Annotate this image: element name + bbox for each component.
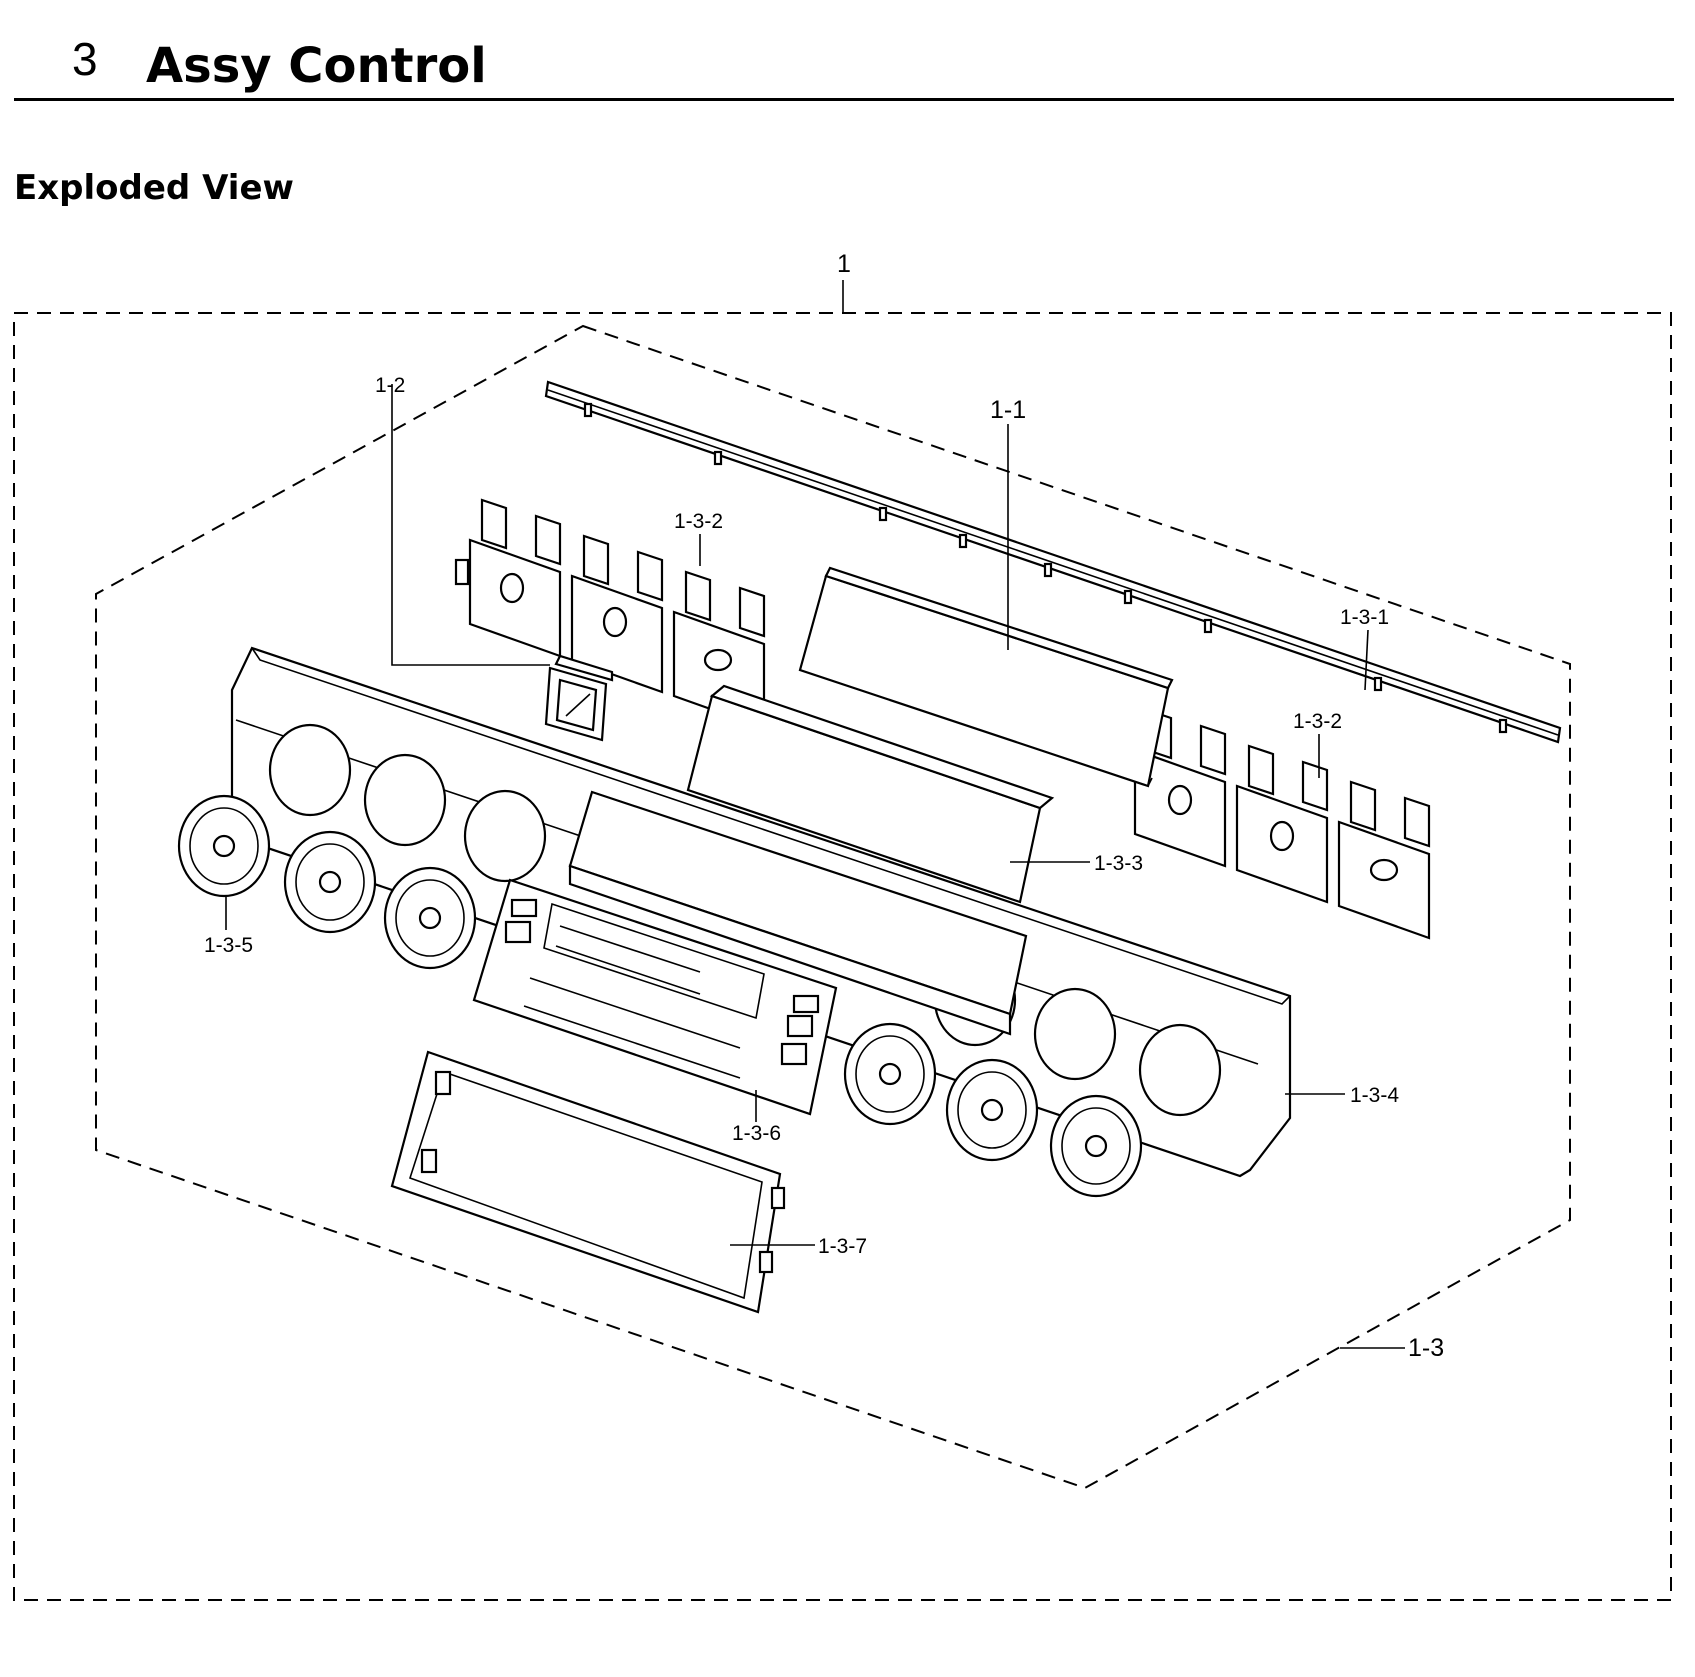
cover-tray xyxy=(686,684,1055,904)
header-rule xyxy=(14,98,1674,101)
section-title: Assy Control xyxy=(146,38,487,94)
leader-clock xyxy=(391,384,550,666)
label-overlay: 1-3-6 xyxy=(732,1122,781,1145)
label-cover: 1-3-3 xyxy=(1094,852,1143,875)
section-subtitle: Exploded View xyxy=(14,168,294,208)
label-panel: 1-3-4 xyxy=(1350,1084,1399,1107)
pcb-box xyxy=(798,566,1174,788)
label-bracket-right: 1-3-2 xyxy=(1293,710,1342,733)
label-frame: 1-3-7 xyxy=(818,1235,867,1258)
label-assembly: 1 xyxy=(837,250,851,278)
knob-bezels-right xyxy=(843,1022,1143,1198)
label-rail: 1-3-1 xyxy=(1340,606,1389,629)
display-cover xyxy=(568,790,1028,1036)
brackets-right xyxy=(1133,708,1431,940)
label-panel-assy: 1-3 xyxy=(1408,1334,1444,1362)
clock-switch xyxy=(544,654,614,742)
display-frame xyxy=(390,1050,786,1314)
label-pcb: 1-1 xyxy=(990,396,1026,424)
leader-rail xyxy=(1364,629,1369,691)
label-knob-bezel: 1-3-5 xyxy=(204,934,253,957)
label-clock: 1-2 xyxy=(375,374,405,397)
panel-assy-boundary xyxy=(95,324,1571,1490)
section-number: 3 xyxy=(72,33,98,85)
brackets-top-left xyxy=(454,498,766,730)
overlay-keypad xyxy=(472,878,838,1116)
top-rail xyxy=(544,380,1562,744)
section-header: 3 Assy Control xyxy=(14,30,1674,102)
knob-bezels-left xyxy=(177,794,477,970)
label-bracket-top: 1-3-2 xyxy=(674,510,723,533)
